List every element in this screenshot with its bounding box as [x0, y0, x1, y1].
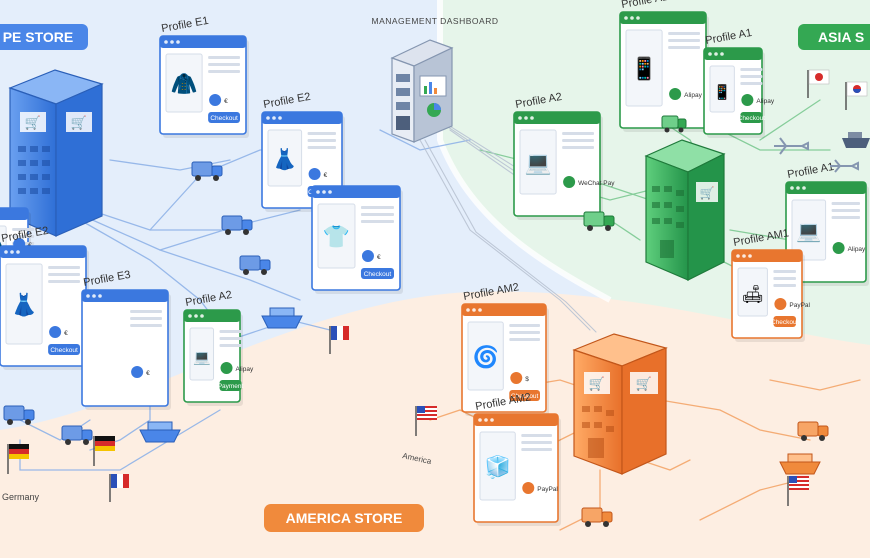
svg-text:€: € [224, 98, 228, 105]
laptop-icon: 💻 [796, 221, 821, 243]
checkout-button[interactable]: Checkout [208, 112, 240, 123]
profile-card[interactable]: Profile E2👗€Checkout [0, 225, 89, 370]
svg-text:Alipay: Alipay [236, 366, 254, 373]
asia-store-label: ASIA S [818, 29, 864, 45]
svg-text:Alipay: Alipay [756, 98, 774, 105]
profile-card[interactable]: Profile E3€ [82, 269, 171, 410]
europe-store-label: PE STORE [3, 29, 74, 45]
svg-text:€: € [64, 330, 68, 337]
dress-icon: 👗 [272, 147, 297, 171]
bar-chart-icon [420, 76, 446, 96]
phone-icon: 📱 [631, 56, 658, 81]
svg-text:Alipay: Alipay [684, 92, 702, 99]
laptop-icon: 💻 [525, 150, 552, 175]
america-store-label: AMERICA STORE [286, 510, 403, 526]
svg-text:PayPal: PayPal [537, 486, 558, 493]
germany-place-label: Germany [2, 492, 40, 502]
checkout-button[interactable]: Payment [218, 380, 244, 391]
checkout-button[interactable]: Checkout [738, 112, 766, 123]
svg-text:Checkout: Checkout [210, 115, 238, 122]
asia-store-label-pill: ASIA S [798, 24, 870, 50]
svg-text:€: € [324, 172, 328, 179]
svg-text:€: € [146, 370, 150, 377]
svg-text:€: € [377, 254, 381, 261]
checkout-button[interactable]: Checkout [48, 344, 80, 355]
europe-store-label-pill: PE STORE [0, 24, 88, 50]
cart-icon: 🛒 [589, 376, 605, 391]
cart-icon: 🛒 [71, 115, 87, 130]
svg-text:Checkout: Checkout [771, 319, 799, 326]
asia-store-building: 🛒 [646, 140, 724, 280]
checkout-button[interactable]: Checkout [771, 316, 799, 327]
svg-text:Checkout: Checkout [50, 347, 78, 354]
management-dashboard-building [392, 40, 452, 142]
dashboard-label: MANAGEMENT DASHBOARD [372, 16, 499, 26]
dress-icon: 👗 [11, 292, 38, 317]
svg-text:Alipay: Alipay [848, 246, 866, 253]
tshirt-icon: 👕 [323, 224, 350, 249]
cart-icon: 🛒 [636, 376, 652, 391]
cart-icon: 🛒 [700, 186, 715, 200]
phone-icon: 📱 [713, 83, 731, 101]
svg-text:Checkout: Checkout [364, 271, 392, 278]
profile-card[interactable]: Profile A1📱Alipay [620, 0, 709, 132]
checkout-button[interactable]: Checkout [361, 268, 394, 279]
america-store-building: 🛒 🛒 [574, 334, 666, 474]
laptop-icon: 💻 [193, 349, 211, 366]
profile-card[interactable]: 👕 € Checkout [312, 186, 403, 294]
svg-text:PayPal: PayPal [789, 302, 810, 309]
sofa-icon: 🛋 [742, 284, 764, 304]
cart-icon: 🛒 [25, 115, 41, 130]
svg-text:Payment: Payment [218, 383, 244, 390]
washer-icon: 🌀 [472, 344, 498, 369]
svg-text:Checkout: Checkout [738, 115, 766, 122]
svg-text:$: $ [525, 376, 529, 383]
coat-icon: 🧥 [171, 71, 198, 96]
fridge-icon: 🧊 [484, 454, 510, 480]
america-store-label-pill: AMERICA STORE [264, 504, 424, 532]
svg-text:WeChat Pay: WeChat Pay [578, 180, 615, 187]
